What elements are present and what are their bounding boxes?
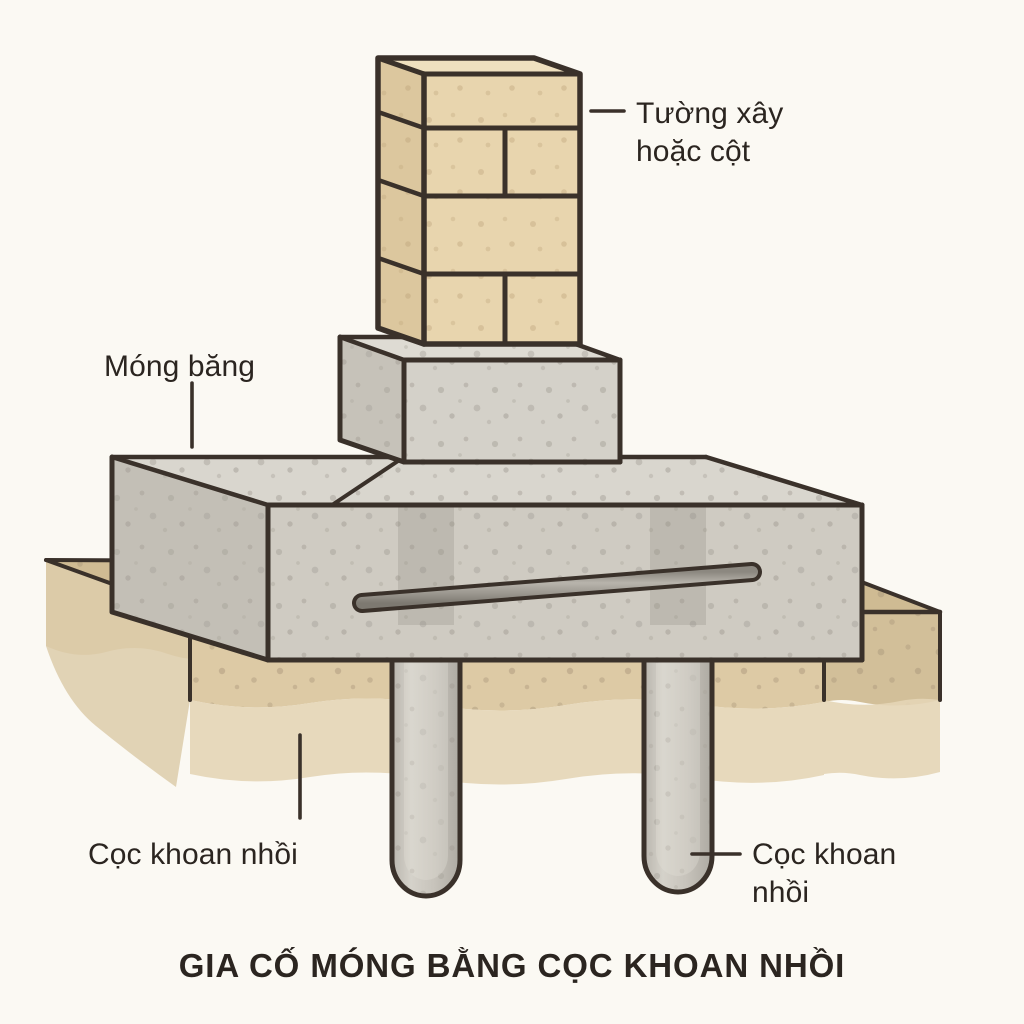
label-wall: Tường xây hoặc cột [636, 95, 783, 172]
masonry-wall [375, 55, 583, 347]
label-strip-footing: Móng băng [104, 350, 256, 383]
label-pile-right-line1: Cọc khoan [752, 838, 897, 871]
bored-pile-right [641, 596, 715, 895]
label-pile-left: Cọc khoan nhồi [88, 838, 298, 871]
figure-caption: GIA CỐ MÓNG BẰNG CỌC KHOAN NHỒI [178, 947, 846, 984]
concrete-pedestal [337, 334, 623, 465]
bored-pile-left [389, 600, 463, 899]
steel-tie-rod [352, 562, 762, 613]
label-wall-line1: Tường xây [636, 97, 784, 130]
label-pile-right: Cọc khoan nhồi [752, 836, 896, 913]
leader-lines [190, 109, 742, 856]
label-wall-line2: hoặc cột [636, 135, 751, 169]
strip-footing [109, 454, 865, 663]
label-pile-right-line2: nhồi [752, 876, 810, 910]
